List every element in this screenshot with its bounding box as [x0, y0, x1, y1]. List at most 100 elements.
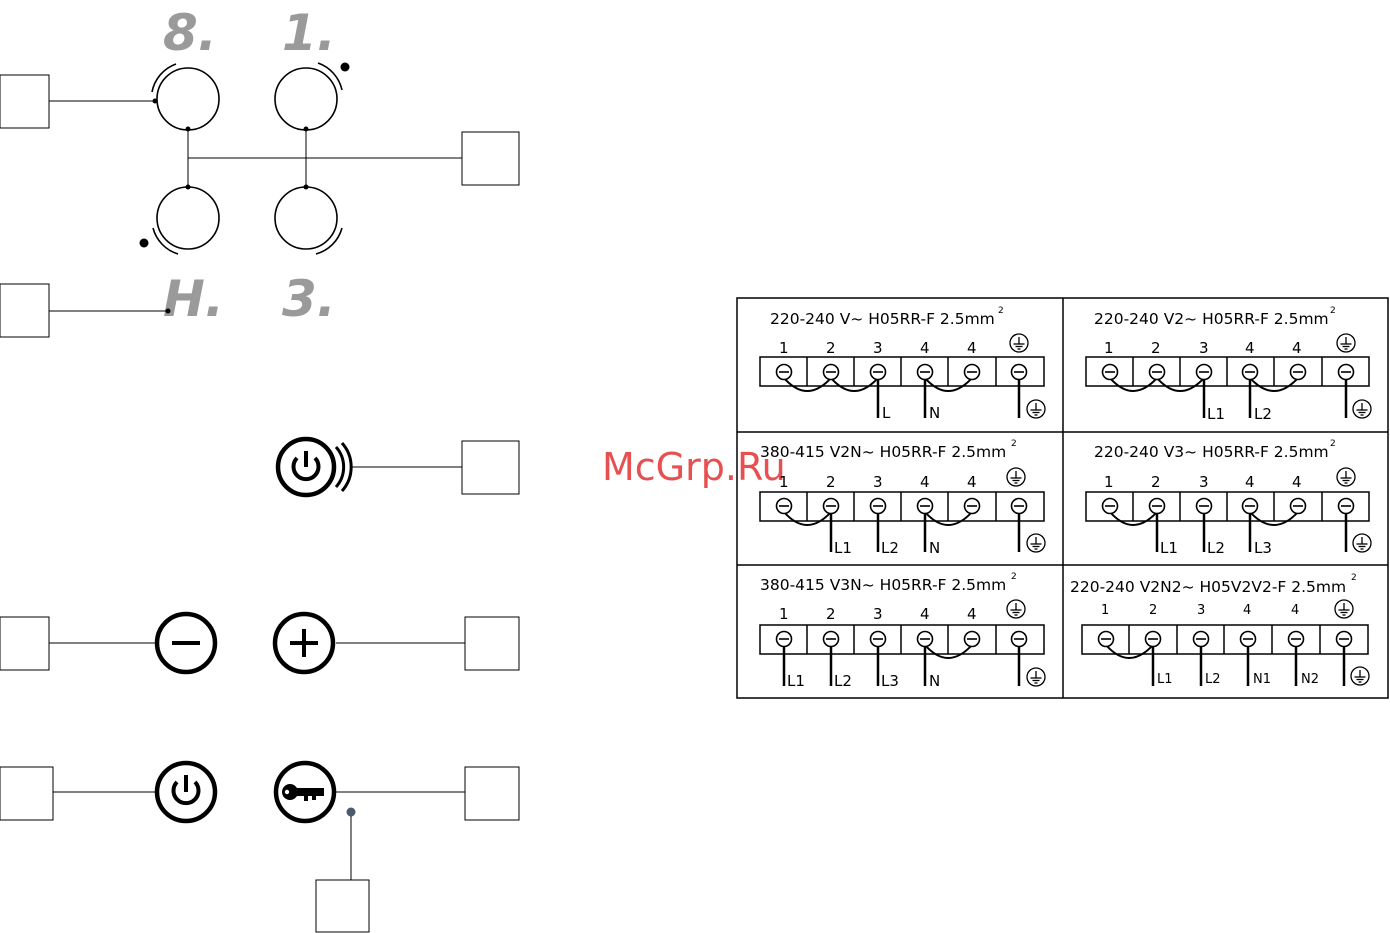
ground-icon: [1006, 599, 1026, 619]
power-icon: [291, 451, 321, 482]
terminal-label: 2: [1151, 339, 1161, 357]
panel-title: 220-240 V~ H05RR-F 2.5mm: [770, 310, 995, 328]
wiring-panel-2: 220-240 V2~ H05RR-F 2.5mm 2 1 2 3 4 4 L1…: [1085, 306, 1372, 423]
wire-label: L1: [834, 539, 852, 557]
zone-active-dot: [340, 62, 350, 72]
zone-selector-top-right[interactable]: [274, 62, 350, 132]
ground-icon: [1009, 333, 1029, 353]
wire-label: L: [882, 404, 891, 422]
terminal-label: 1: [779, 339, 789, 357]
minus-button[interactable]: [154, 611, 218, 675]
zone-selector-bottom-left[interactable]: [139, 184, 220, 255]
panel-title: 380-415 V2N~ H05RR-F 2.5mm: [760, 443, 1006, 461]
wire-label: N: [929, 672, 940, 690]
terminal-label: 3: [1197, 603, 1205, 618]
wiring-panel-3: 380-415 V2N~ H05RR-F 2.5mm 2 1 2 3 4 4 L…: [759, 439, 1046, 557]
ground-icon: [1336, 333, 1356, 353]
terminal-label: 4: [1245, 339, 1255, 357]
terminal-block: [759, 624, 1045, 655]
wire-label: L1: [787, 672, 805, 690]
terminal-block: [759, 356, 1045, 387]
callout-box: [0, 616, 50, 671]
plus-icon: [290, 629, 318, 657]
wiring-panel-4: 220-240 V3~ H05RR-F 2.5mm 2 1 2 3 4 4 L1…: [1085, 439, 1372, 557]
wire-label: L2: [834, 672, 852, 690]
terminal-label: 3: [1199, 473, 1209, 491]
key-lock-button[interactable]: [273, 760, 337, 824]
terminal-label: 3: [873, 605, 883, 623]
zone-selector-bottom-right[interactable]: [274, 184, 343, 255]
wire-label: N: [929, 539, 940, 557]
terminal-label: 1: [1104, 339, 1114, 357]
callout-box: [461, 440, 520, 495]
wire-label: L2: [1205, 672, 1221, 687]
ground-icon: [1026, 667, 1046, 687]
wire-label: L1: [1157, 672, 1173, 687]
terminal-label: 4: [920, 339, 930, 357]
wire-label: L3: [881, 672, 899, 690]
zone-display-front-left: 8.: [163, 4, 217, 62]
terminal-label: 4: [1292, 473, 1302, 491]
terminal-label: 2: [1151, 473, 1161, 491]
callout-box: [461, 131, 520, 186]
ground-icon: [1006, 467, 1026, 487]
terminal-label: 2: [826, 339, 836, 357]
terminal-label: 4: [1243, 603, 1251, 618]
power-icon: [171, 775, 201, 806]
booster-button[interactable]: [275, 436, 353, 498]
callout-box: [315, 879, 370, 933]
terminal-label: 4: [967, 339, 977, 357]
ground-icon: [1026, 533, 1046, 553]
wire-label: L2: [1254, 405, 1272, 423]
superscript: 2: [1330, 306, 1336, 316]
callout-box: [464, 616, 520, 671]
wire-label: L2: [1207, 539, 1225, 557]
zone-active-dot: [139, 238, 149, 248]
callout-box: [0, 766, 54, 821]
lock-indicator-dot: [346, 807, 356, 817]
terminal-label: 4: [920, 605, 930, 623]
wire-label: L1: [1207, 405, 1225, 423]
wire-label: L1: [1160, 539, 1178, 557]
plus-button[interactable]: [272, 611, 336, 675]
ground-icon: [1350, 666, 1370, 686]
superscript: 2: [1011, 439, 1017, 449]
ground-icon: [1334, 599, 1354, 619]
ground-icon: [1336, 467, 1356, 487]
terminal-label: 1: [779, 605, 789, 623]
zone-display-bottom-right: 3.: [282, 270, 336, 328]
terminal-label: 3: [1199, 339, 1209, 357]
panel-title: 220-240 V2~ H05RR-F 2.5mm: [1094, 310, 1329, 328]
callout-box: [0, 283, 50, 338]
superscript: 2: [1011, 572, 1017, 582]
terminal-label: 4: [967, 605, 977, 623]
wiring-panel-1: 220-240 V~ H05RR-F 2.5mm 2 1 2 3 4 4 L N: [759, 306, 1046, 422]
wiring-panel-5: 380-415 V3N~ H05RR-F 2.5mm 2 1 2 3 4 4 L…: [759, 572, 1046, 690]
watermark: McGrp.Ru: [602, 445, 786, 489]
wire-label: L3: [1254, 539, 1272, 557]
terminal-label: 4: [920, 473, 930, 491]
terminal-label: 1: [1104, 473, 1114, 491]
terminal-label: 2: [826, 473, 836, 491]
on-off-button[interactable]: [154, 760, 218, 824]
wire-label: L2: [881, 539, 899, 557]
zone-display-rear-left: 1.: [282, 4, 336, 62]
terminal-block: [759, 491, 1045, 522]
callout-box: [464, 766, 520, 821]
wiring-panel-6: 220-240 V2N2~ H05V2V2-F 2.5mm 2 1 2 3 4 …: [1070, 573, 1370, 687]
ground-icon: [1352, 399, 1372, 419]
ground-icon: [1352, 533, 1372, 553]
terminal-label: 3: [873, 473, 883, 491]
zone-selector-top-left[interactable]: [151, 63, 220, 132]
superscript: 2: [1330, 439, 1336, 449]
terminal-label: 4: [1245, 473, 1255, 491]
terminal-label: 2: [1149, 603, 1157, 618]
superscript: 2: [1351, 573, 1357, 583]
panel-title: 220-240 V3~ H05RR-F 2.5mm: [1094, 443, 1329, 461]
panel-title: 380-415 V3N~ H05RR-F 2.5mm: [760, 576, 1006, 594]
terminal-label: 1: [779, 473, 789, 491]
terminal-block: [1081, 624, 1369, 655]
callout-box: [0, 74, 50, 129]
key-icon: [282, 784, 324, 801]
